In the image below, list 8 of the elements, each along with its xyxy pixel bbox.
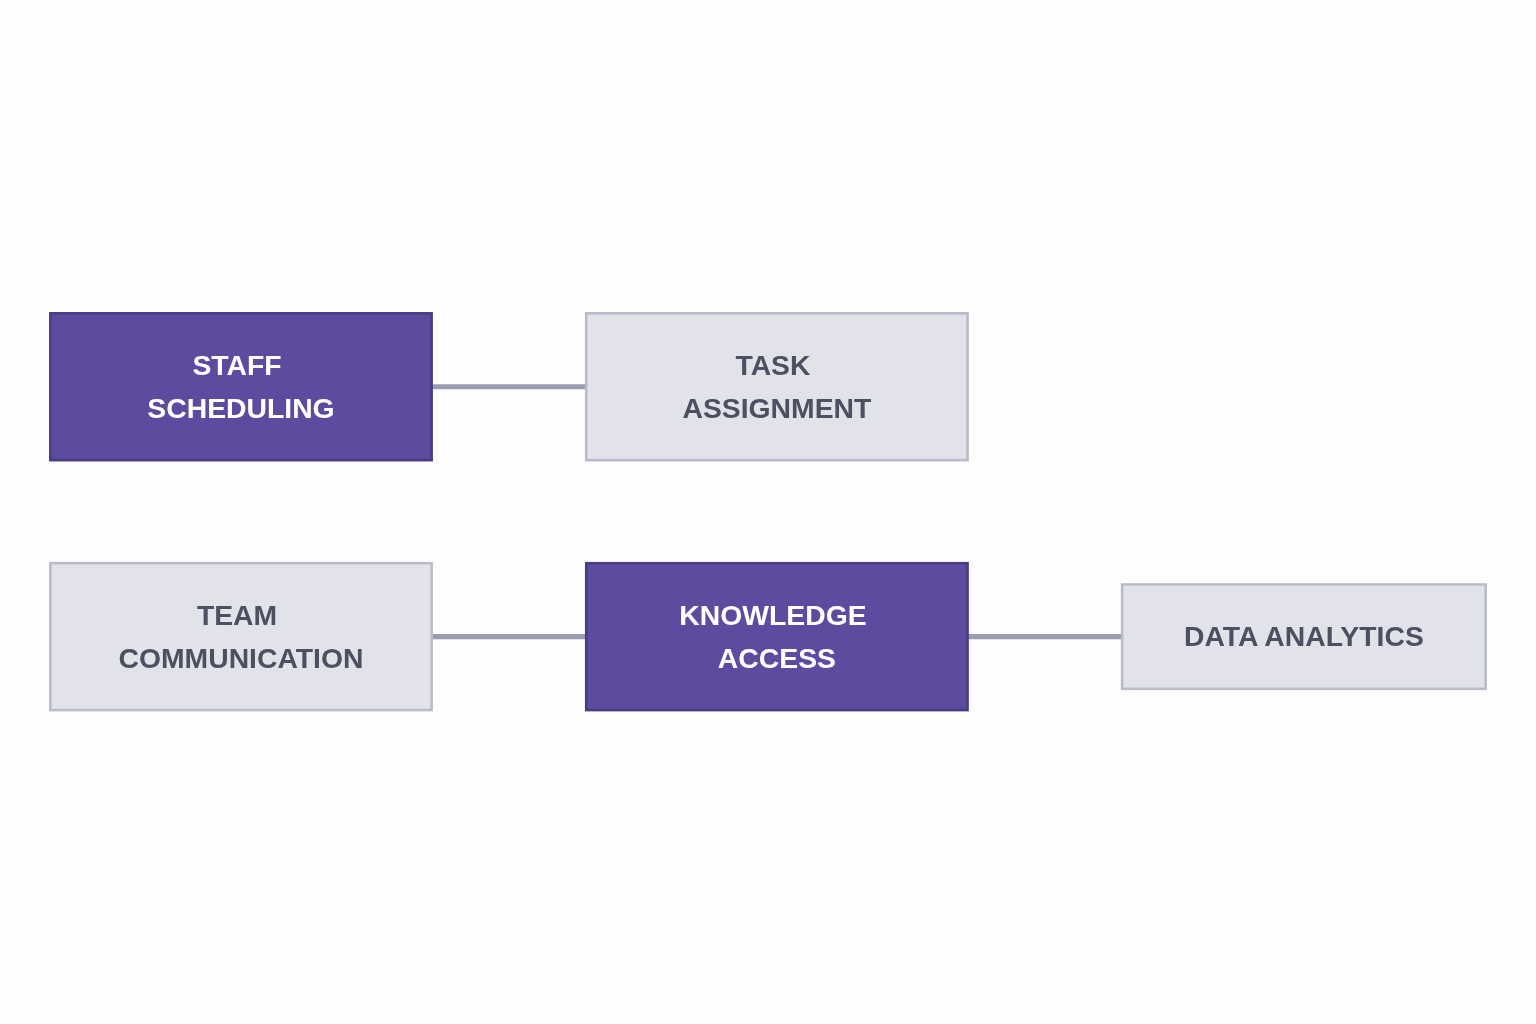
node-box: STAFF SCHEDULING — [49, 312, 433, 462]
node-box: TASK ASSIGNMENT — [584, 312, 969, 462]
node-box: TEAM COMMUNICATION — [49, 562, 433, 712]
node-box: DATA ANALYTICS — [1120, 583, 1487, 691]
connector — [431, 634, 587, 640]
connector — [431, 384, 587, 390]
node-box: KNOWLEDGE ACCESS — [584, 562, 969, 712]
connector — [967, 634, 1123, 640]
